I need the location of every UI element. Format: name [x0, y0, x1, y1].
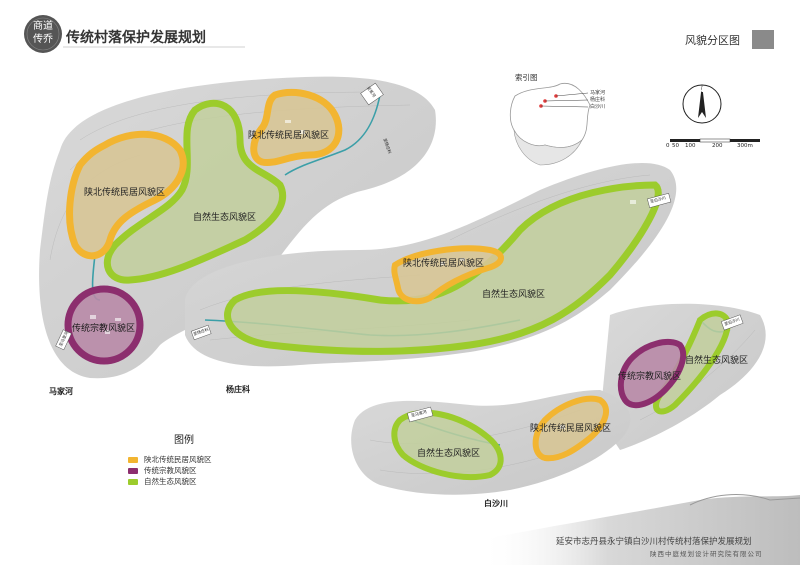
- north-label: N: [698, 86, 704, 94]
- map-title: 风貌分区图: [685, 34, 740, 47]
- legend-swatch-purple: [128, 467, 138, 474]
- zone-shape-e: [391, 245, 504, 305]
- zone-shape-j: [391, 409, 504, 481]
- footer-title: 延安市志丹县永宁镇白沙川村传统村落保护发展规划: [556, 537, 752, 547]
- zone-shape-d: [64, 285, 144, 365]
- legend-swatch-green: [128, 478, 138, 485]
- legend-label: 自然生态风貌区: [144, 477, 197, 486]
- zone-label-c: 自然生态风貌区: [193, 213, 257, 223]
- zone-label-e: 陕北传统民居风貌区: [403, 259, 485, 269]
- traditional-religious-zones: [64, 285, 687, 409]
- page-title: 传统村落保护发展规划: [66, 30, 206, 46]
- village-baishachuan: 白沙川: [484, 499, 508, 508]
- footer-company: 陕西中庭规划设计研究院有限公司: [650, 550, 763, 558]
- index-map: [509, 82, 591, 166]
- legend-item-religious: 传统宗教风貌区: [128, 465, 197, 476]
- scale-tick-100: 100: [685, 143, 696, 149]
- traditional-residential-zones: [66, 88, 610, 462]
- index-label-baishachuan: 白沙川: [590, 104, 606, 110]
- legend-label: 陕北传统民居风貌区: [144, 455, 212, 464]
- map-title-block: [752, 30, 774, 49]
- zone-label-g: 自然生态风貌区: [685, 356, 749, 366]
- zone-shape-f: [224, 181, 662, 355]
- zone-label-a: 陕北传统民居风貌区: [84, 188, 166, 198]
- village-majiahe: 马家河: [49, 387, 73, 396]
- footer-banner: [480, 494, 800, 565]
- zone-label-f: 自然生态风貌区: [482, 290, 546, 300]
- zone-label-b: 陕北传统民居风貌区: [248, 131, 330, 141]
- scale-tick-0: 0: [666, 143, 670, 149]
- zone-shape-c: [103, 99, 286, 284]
- logo-text: 商道传乔: [33, 21, 53, 45]
- index-map-title: 索引图: [515, 73, 538, 82]
- legend-label: 传统宗教风貌区: [144, 466, 197, 475]
- index-label-yangzhuangke: 杨庄科: [590, 97, 606, 103]
- index-label-majiahe: 马家河: [590, 90, 606, 96]
- logo-seal: [24, 15, 62, 53]
- zone-shape-h: [617, 339, 687, 409]
- zone-label-i: 陕北传统民居风貌区: [530, 424, 612, 434]
- zone-label-j: 自然生态风貌区: [417, 449, 481, 459]
- natural-ecology-zones: [103, 99, 732, 481]
- legend-title: 图例: [174, 435, 194, 446]
- zone-shape-i: [532, 395, 610, 462]
- zone-label-d: 传统宗教风貌区: [72, 324, 136, 334]
- road-label-boxes: [55, 82, 744, 423]
- village-yangzhuangke: 杨庄科: [226, 385, 250, 394]
- zone-shape-b: [250, 88, 343, 167]
- legend-swatch-orange: [128, 456, 138, 463]
- scale-tick-50: 50: [672, 143, 679, 149]
- scale-bar: [670, 138, 760, 143]
- legend-item-residential: 陕北传统民居风貌区: [128, 454, 212, 465]
- building-footprints: [90, 120, 636, 429]
- compass-rose: [682, 84, 722, 124]
- zone-shape-a: [66, 130, 187, 260]
- zone-label-h: 传统宗教风貌区: [618, 372, 682, 382]
- scale-tick-200: 200: [712, 143, 723, 149]
- legend-item-ecology: 自然生态风貌区: [128, 476, 197, 487]
- scale-tick-300: 300m: [737, 143, 753, 149]
